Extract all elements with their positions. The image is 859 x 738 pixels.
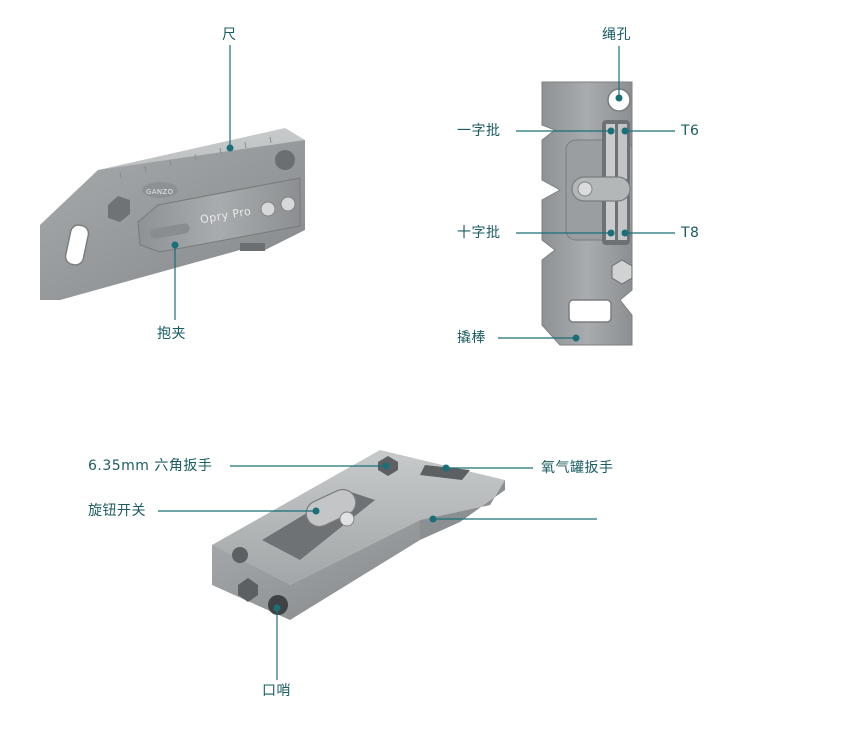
brand-badge-text: GANZO (146, 188, 174, 196)
label-phillips-bit: 十字批 (457, 225, 501, 241)
oxygen-wrench-dot (442, 464, 450, 472)
phillips-dot (607, 229, 615, 237)
label-pry-bar: 撬棒 (457, 330, 486, 346)
flat-bit-dot (607, 127, 615, 135)
tool-angled-view (212, 450, 505, 620)
label-whistle: 口哨 (262, 683, 291, 699)
label-oxygen-wrench: 氧气罐扳手 (541, 460, 614, 476)
lanyard-dot (615, 94, 623, 102)
label-t8: T8 (681, 225, 700, 241)
label-flat-bit: 一字批 (457, 123, 501, 139)
t6-dot (621, 127, 629, 135)
label-t6: T6 (681, 123, 700, 139)
t8-dot (621, 229, 629, 237)
pry-bar-dot (572, 334, 580, 342)
label-knob-switch: 旋钮开关 (88, 503, 146, 519)
label-ruler: 尺 (222, 27, 237, 43)
whistle-dot (273, 604, 281, 612)
label-clip: 抱夹 (157, 326, 186, 342)
ruler-dot (226, 144, 234, 152)
unlabeled-dot (429, 515, 437, 523)
label-lanyard-hole: 绳孔 (602, 27, 631, 43)
knob-switch-dot (312, 507, 320, 515)
label-hex-wrench: 6.35mm 六角扳手 (88, 458, 213, 474)
tool-front-view (541, 81, 633, 346)
tool-side-view (40, 128, 305, 300)
hex-wrench-dot (382, 462, 390, 470)
clip-dot (171, 241, 179, 249)
